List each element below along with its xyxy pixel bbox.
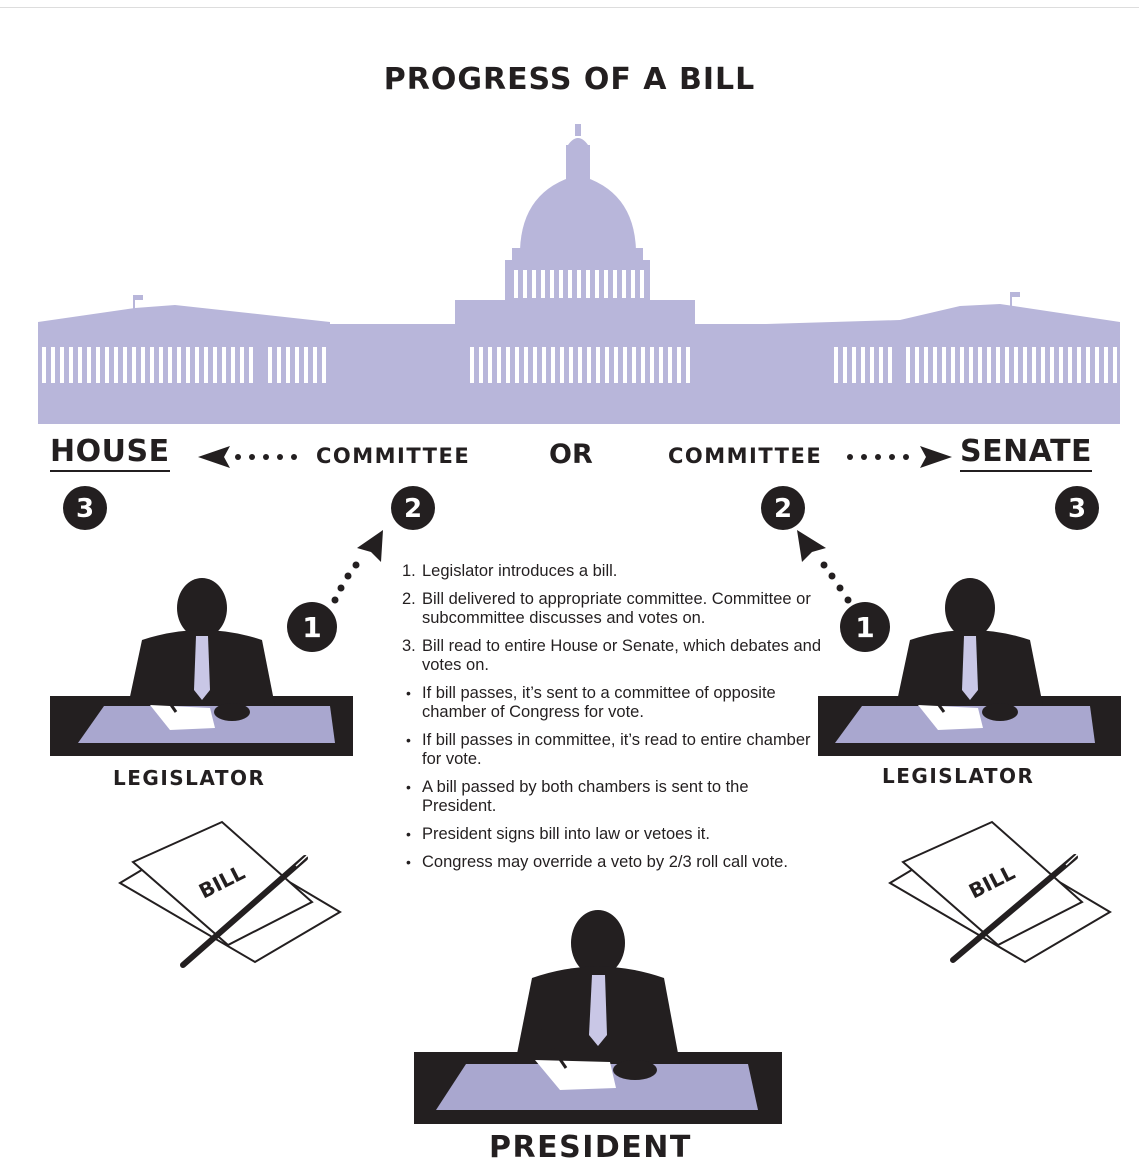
bill-papers-left: BILL	[118, 820, 342, 968]
step-item: •If bill passes in committee, it’s read …	[406, 731, 811, 768]
svg-text:1: 1	[302, 611, 321, 644]
committee-right-step-badge: 2	[761, 486, 805, 530]
capitol-silhouette	[38, 124, 1120, 424]
committee-left-label: COMMITTEE	[316, 444, 471, 468]
steps-list: 1.Legislator introduces a bill. 2.Bill d…	[402, 562, 822, 881]
step-item: 2.Bill delivered to appropriate committe…	[402, 590, 811, 627]
right-introduce-arrow	[797, 530, 852, 604]
legislator-left-label: LEGISLATOR	[113, 766, 266, 790]
step-item: •President signs bill into law or vetoes…	[406, 825, 710, 843]
diagram-title: PROGRESS OF A BILL	[383, 62, 756, 97]
president-label: PRESIDENT	[489, 1130, 692, 1165]
top-rule	[0, 7, 1139, 8]
legislator-right-label: LEGISLATOR	[882, 764, 1035, 788]
svg-text:3: 3	[1068, 494, 1086, 524]
house-label: HOUSE	[50, 436, 170, 472]
svg-text:1: 1	[855, 611, 874, 644]
house-step-badge: 3	[63, 486, 107, 530]
step-item: •Congress may override a veto by 2/3 rol…	[406, 853, 788, 871]
capitol-columns	[42, 270, 1117, 383]
senate-committee-arrow	[847, 446, 952, 468]
legislator-left-figure	[50, 578, 353, 756]
house-committee-arrow	[198, 446, 297, 468]
or-label: OR	[549, 439, 593, 470]
president-figure	[414, 910, 782, 1124]
step-item: 3.Bill read to entire House or Senate, w…	[402, 637, 821, 674]
left-introduce-arrow	[331, 530, 383, 604]
step-item: •If bill passes, it’s sent to a committe…	[406, 684, 776, 721]
committee-left-step-badge: 2	[391, 486, 435, 530]
svg-text:2: 2	[404, 494, 422, 524]
svg-text:2: 2	[774, 494, 792, 524]
svg-text:3: 3	[76, 494, 94, 524]
legislator-right-figure	[818, 578, 1121, 756]
step-item: 1.Legislator introduces a bill.	[402, 562, 618, 580]
committee-right-label: COMMITTEE	[668, 444, 823, 468]
legislator-right-step-badge: 1	[840, 602, 890, 652]
senate-step-badge: 3	[1055, 486, 1099, 530]
step-item: •A bill passed by both chambers is sent …	[406, 778, 749, 815]
legislator-left-step-badge: 1	[287, 602, 337, 652]
bill-papers-right: BILL	[888, 820, 1112, 964]
senate-label: SENATE	[960, 436, 1093, 472]
